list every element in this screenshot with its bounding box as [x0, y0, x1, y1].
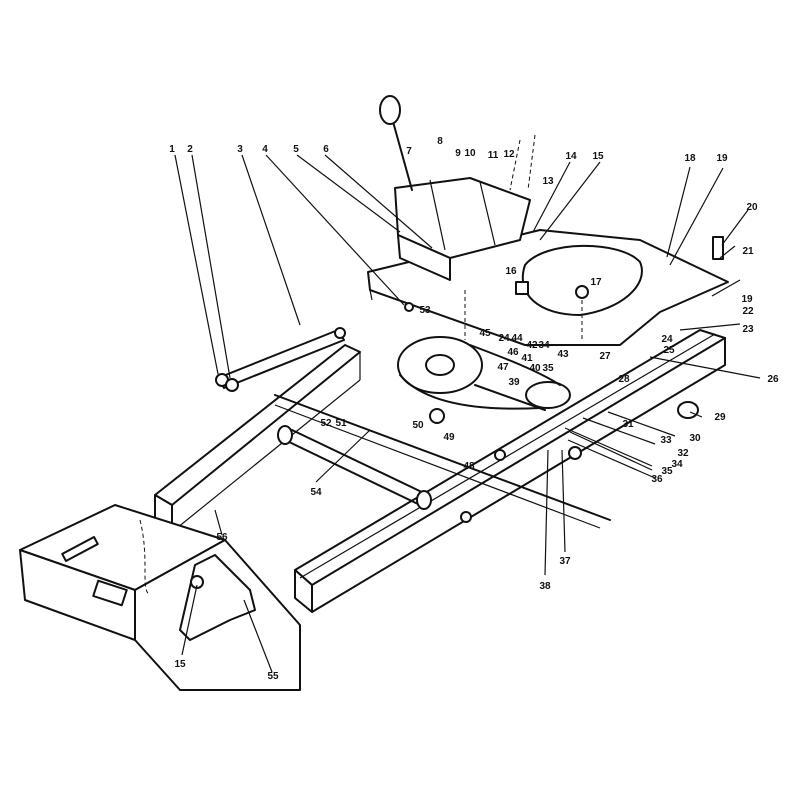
pivot-bar [215, 327, 346, 392]
callout-39: 39 [508, 377, 520, 388]
callout-14: 14 [565, 151, 577, 162]
callout-54: 54 [310, 487, 322, 498]
callout-21: 21 [742, 246, 754, 257]
callout-52: 52 [320, 418, 332, 429]
callout-4: 4 [262, 144, 268, 155]
callout-55: 55 [267, 671, 279, 682]
callout-20: 20 [746, 202, 758, 213]
callout-18: 18 [684, 153, 696, 164]
upper-deck-plate [367, 229, 729, 346]
callout-31: 31 [622, 419, 634, 430]
callout-35-upper: 35 [542, 363, 554, 374]
transmission [394, 177, 531, 281]
callout-45: 45 [479, 328, 491, 339]
callout-27: 27 [599, 351, 611, 362]
callout-53: 53 [419, 305, 431, 316]
exploded-dash-lines [464, 134, 583, 340]
callout-7: 7 [406, 146, 412, 157]
callout-30: 30 [689, 433, 701, 444]
callout-49: 49 [443, 432, 455, 443]
callout-16: 16 [505, 266, 517, 277]
callout-26: 26 [767, 374, 779, 385]
callout-15-upper: 15 [592, 151, 604, 162]
callout-48: 48 [463, 461, 475, 472]
frame-right-rail [294, 329, 726, 613]
hardware-items [404, 236, 724, 523]
callout-8: 8 [437, 136, 443, 147]
callout-43: 43 [557, 349, 569, 360]
callout-9: 9 [455, 148, 461, 159]
callout-22: 22 [742, 306, 754, 317]
callout-38: 38 [539, 581, 551, 592]
callout-5: 5 [293, 144, 299, 155]
belt-and-pulleys [397, 336, 571, 411]
brake-pedal [179, 554, 256, 641]
callout-12: 12 [503, 149, 515, 160]
callout-15-lower: 15 [174, 659, 186, 670]
callout-35-lower: 35 [661, 466, 673, 477]
callout-3: 3 [237, 144, 243, 155]
callout-37: 37 [559, 556, 571, 567]
callout-34-upper: 34 [538, 340, 550, 351]
callout-46: 46 [507, 347, 519, 358]
callout-23: 23 [742, 324, 754, 335]
callout-50: 50 [412, 420, 424, 431]
callout-19-upper: 19 [716, 153, 728, 164]
callout-11: 11 [487, 150, 499, 161]
callout-33: 33 [660, 435, 672, 446]
callout-36: 36 [651, 474, 663, 485]
front-plate [19, 504, 301, 691]
callout-25: 25 [663, 345, 675, 356]
callout-24-right: 24 [661, 334, 673, 345]
callout-6: 6 [323, 144, 329, 155]
callout-29: 29 [714, 412, 726, 423]
callout-44: 44 [511, 333, 523, 344]
cross-tube [277, 425, 432, 510]
callout-2: 2 [187, 144, 193, 155]
callout-42: 42 [526, 340, 538, 351]
callout-40: 40 [529, 363, 541, 374]
callout-1: 1 [169, 144, 175, 155]
callout-51: 51 [335, 418, 347, 429]
callout-24-upper: 24 [498, 333, 510, 344]
callout-28: 28 [618, 374, 630, 385]
callout-19-lower: 19 [741, 294, 753, 305]
callout-56: 56 [216, 532, 228, 543]
callout-leader-lines [174, 154, 761, 673]
callout-17: 17 [590, 277, 602, 288]
callout-41: 41 [521, 353, 533, 364]
callout-34-lower: 34 [671, 459, 683, 470]
callout-47: 47 [497, 362, 509, 373]
shift-lever [379, 95, 413, 191]
callout-32: 32 [677, 448, 689, 459]
callout-10: 10 [464, 148, 476, 159]
callout-13: 13 [542, 176, 554, 187]
front-cross-member [274, 394, 611, 529]
